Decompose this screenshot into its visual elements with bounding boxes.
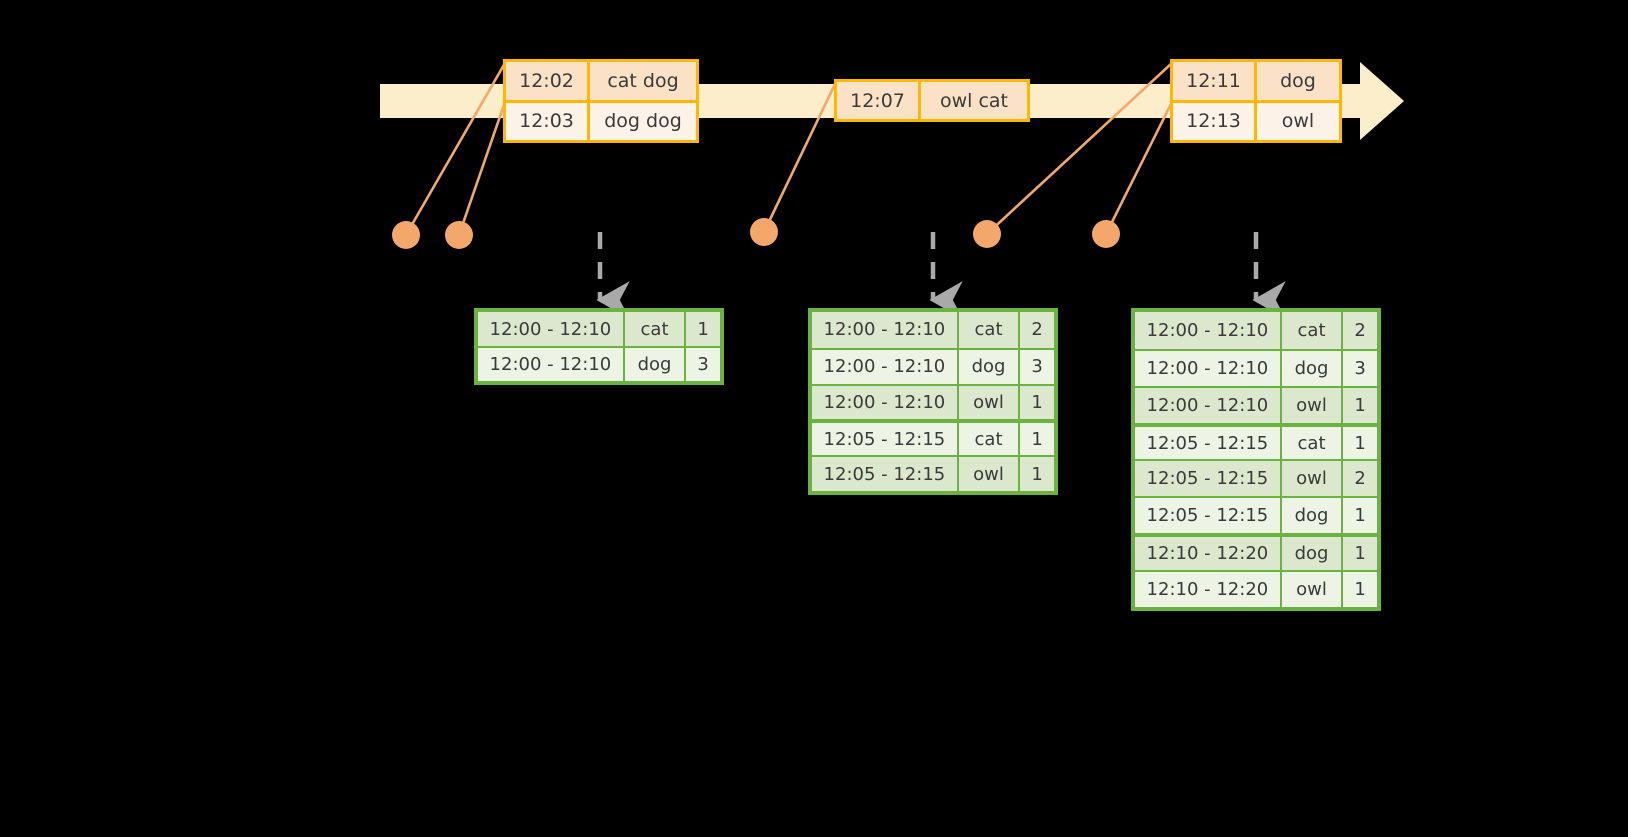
event-words: owl bbox=[1281, 110, 1315, 133]
count-cell: 1 bbox=[1031, 463, 1043, 485]
event-row: 12:11 dog bbox=[1173, 62, 1339, 100]
key-cell: owl bbox=[1282, 572, 1344, 608]
window-cell: 12:10 - 12:20 bbox=[1135, 572, 1282, 608]
window-cell: 12:00 - 12:10 bbox=[812, 349, 959, 384]
window-cell: 12:00 - 12:10 bbox=[1135, 312, 1282, 349]
window-cell: 12:00 - 12:10 bbox=[478, 312, 625, 347]
event-time: 12:03 bbox=[506, 102, 590, 140]
event-time: 12:13 bbox=[1173, 102, 1257, 140]
count-cell: 1 bbox=[697, 318, 709, 340]
key-cell: cat bbox=[959, 312, 1021, 348]
window-cell: 12:05 - 12:15 bbox=[812, 457, 959, 491]
event-words: dog dog bbox=[604, 110, 682, 133]
window-cell: 12:00 - 12:10 bbox=[1135, 350, 1282, 386]
event-row: 12:03 dog dog bbox=[506, 99, 696, 140]
event-time: 12:11 bbox=[1173, 62, 1257, 100]
count-cell: 2 bbox=[1354, 468, 1366, 490]
window-cell: 12:10 - 12:20 bbox=[1135, 537, 1282, 571]
window-cell: 12:00 - 12:10 bbox=[478, 348, 625, 381]
key-cell: owl bbox=[959, 385, 1021, 420]
connector-line-1 bbox=[404, 62, 507, 236]
connector-dots bbox=[392, 218, 1120, 249]
event-group-1: 12:02 cat dog 12:03 dog dog bbox=[503, 59, 699, 143]
connector-dot-3 bbox=[750, 218, 778, 246]
key-cell: cat bbox=[959, 423, 1021, 456]
window-cell: 12:00 - 12:10 bbox=[812, 385, 959, 420]
window-cell: 12:05 - 12:15 bbox=[1135, 461, 1282, 497]
event-group-3: 12:11 dog 12:13 owl bbox=[1170, 59, 1342, 143]
key-cell: dog bbox=[1282, 537, 1344, 571]
key-cell: dog bbox=[1282, 498, 1344, 534]
event-words: dog bbox=[1280, 69, 1316, 92]
event-words: cat dog bbox=[607, 69, 679, 92]
connector-dot-2 bbox=[445, 221, 473, 249]
count-cell: 1 bbox=[1354, 505, 1366, 527]
count-cell: 1 bbox=[1354, 579, 1366, 601]
count-cell: 3 bbox=[697, 354, 709, 376]
key-cell: dog bbox=[625, 348, 687, 381]
window-cell: 12:05 - 12:15 bbox=[1135, 498, 1282, 534]
window-cell: 12:05 - 12:15 bbox=[1135, 426, 1282, 460]
connector-dot-5 bbox=[1092, 220, 1120, 248]
window-cell: 12:05 - 12:15 bbox=[812, 423, 959, 456]
key-cell: cat bbox=[1282, 312, 1344, 349]
count-cell: 1 bbox=[1354, 543, 1366, 565]
event-row: 12:02 cat dog bbox=[506, 62, 696, 100]
count-cell: 1 bbox=[1031, 428, 1043, 450]
connector-line-3 bbox=[762, 81, 838, 233]
key-cell: owl bbox=[1282, 461, 1344, 497]
event-row: 12:13 owl bbox=[1173, 99, 1339, 140]
count-cell: 2 bbox=[1031, 319, 1043, 341]
event-time: 12:02 bbox=[506, 62, 590, 100]
count-cell: 1 bbox=[1354, 394, 1366, 416]
event-row: 12:07 owl cat bbox=[837, 82, 1027, 119]
count-cell: 3 bbox=[1031, 356, 1043, 378]
connector-dot-1 bbox=[392, 221, 420, 249]
count-cell: 3 bbox=[1354, 357, 1366, 379]
event-time: 12:07 bbox=[837, 82, 921, 119]
connector-line-5 bbox=[1104, 101, 1174, 235]
count-cell: 1 bbox=[1354, 432, 1366, 454]
key-cell: dog bbox=[959, 349, 1021, 384]
key-cell: owl bbox=[1282, 387, 1344, 423]
key-cell: dog bbox=[1282, 350, 1344, 386]
key-cell: owl bbox=[959, 457, 1021, 491]
window-cell: 12:00 - 12:10 bbox=[812, 312, 959, 348]
count-cell: 2 bbox=[1354, 319, 1366, 341]
connector-dot-4 bbox=[973, 220, 1001, 248]
window-cell: 12:00 - 12:10 bbox=[1135, 387, 1282, 423]
dashed-arrows bbox=[596, 232, 1286, 319]
connector-line-2 bbox=[457, 101, 507, 236]
count-cell: 1 bbox=[1031, 391, 1043, 413]
event-group-2: 12:07 owl cat bbox=[834, 79, 1030, 122]
event-words: owl cat bbox=[939, 89, 1009, 112]
key-cell: cat bbox=[1282, 426, 1344, 460]
key-cell: cat bbox=[625, 312, 687, 347]
